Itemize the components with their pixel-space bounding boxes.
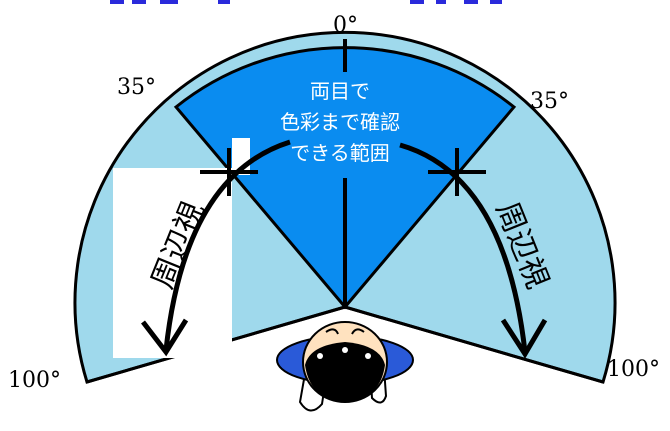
peripheral-arrow-left [163, 139, 291, 351]
person-top-view [276, 321, 414, 412]
radial-line-left-35 [175, 106, 346, 308]
central-vision-line2: 色彩まで確認 [280, 110, 400, 134]
angle-label-lower-right: 100° [607, 357, 660, 382]
arrowhead-right [500, 318, 548, 359]
angle-label-upper-right: 35° [530, 89, 569, 114]
arrowhead-left [141, 318, 189, 357]
angle-label-upper-left: 35° [117, 75, 156, 100]
central-vision-line1: 両目で [310, 79, 370, 103]
central-vision-label: 両目で 色彩まで確認 できる範囲 [250, 72, 430, 178]
floor-line-right [344, 305, 604, 384]
central-vision-line3: できる範囲 [290, 141, 390, 165]
peripheral-arrow-right [399, 142, 528, 353]
angle-label-top: 0° [333, 13, 358, 38]
cross-marker-right [428, 148, 486, 196]
cross-marker-left [200, 148, 258, 196]
radial-line-right-35 [344, 106, 515, 308]
cut-off-title [0, 0, 670, 6]
angle-label-lower-left: 100° [8, 368, 61, 393]
